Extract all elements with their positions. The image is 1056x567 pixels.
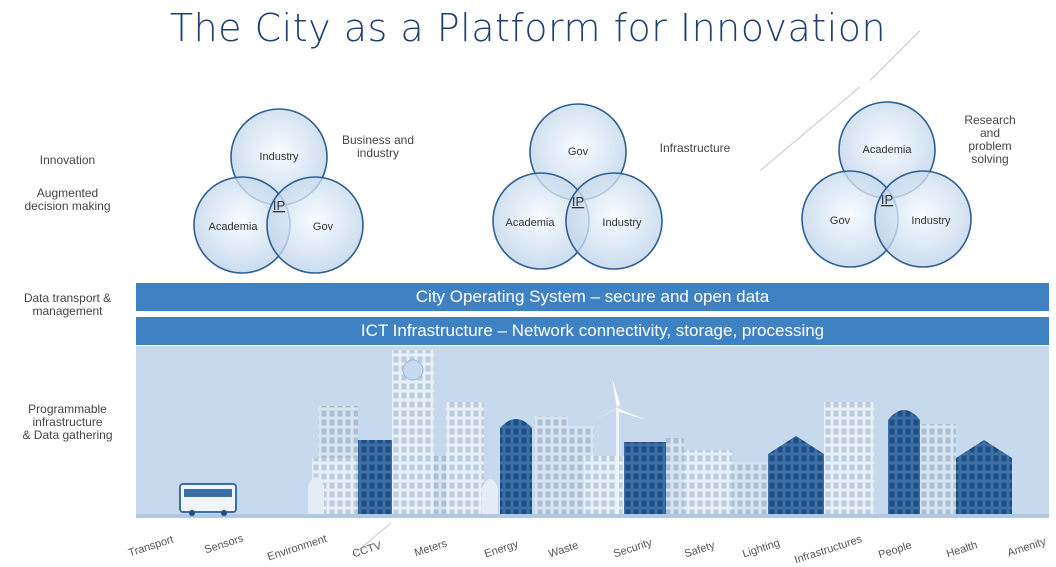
category-label: Meters [413, 537, 449, 560]
venn-circle-left [492, 172, 590, 270]
ground [136, 514, 1049, 518]
building-white [684, 450, 732, 514]
venn-circle-right [565, 172, 663, 270]
building-light [666, 438, 684, 514]
label-data-transport: Data transport & management [23, 291, 112, 318]
building-light [534, 416, 568, 514]
building-dark [888, 410, 920, 514]
venn-label-right: Industry [602, 217, 642, 229]
venn-2: Gov Academia Industry IP [492, 103, 663, 270]
venn-circle-top [529, 103, 627, 201]
venn-label-center: IP [273, 198, 285, 213]
venn-label-right: Industry [911, 215, 951, 227]
venn-note-research: Research and problem solving [964, 113, 1016, 166]
venn-label-left: Academia [506, 217, 556, 229]
category-label: Amenity [1006, 535, 1048, 560]
category-label: Sensors [203, 532, 246, 557]
venn-label-top: Gov [568, 146, 589, 158]
category-label: Lighting [741, 537, 782, 561]
category-label: Transport [127, 533, 176, 560]
venn-label-center: IP [881, 192, 893, 207]
building-dark [956, 440, 1012, 514]
wind-turbine-icon [590, 378, 646, 514]
venn-note-infrastructure: Infrastructure [659, 141, 731, 155]
venn-note-business: Business and industry [341, 133, 415, 160]
label-programmable-infrastructure: Programmable infrastructure & Data gathe… [22, 402, 113, 442]
venn-circle-left [801, 170, 899, 268]
venn-label-center: IP [572, 194, 584, 209]
venn-label-left: Gov [830, 215, 851, 227]
band-ict-infrastructure: ICT Infrastructure – Network connectivit… [136, 317, 1049, 345]
venn-circle-right [874, 170, 972, 268]
category-label: Environment [266, 532, 329, 564]
building-white [824, 402, 874, 514]
decorative-line [760, 86, 861, 171]
building-light [920, 424, 956, 514]
venn-circle-left [193, 176, 291, 274]
skyline-illustration [136, 350, 1049, 518]
tree-icon [482, 479, 498, 514]
venn-circle-right [266, 176, 364, 274]
clock-icon [402, 359, 424, 381]
category-label: Safety [683, 539, 717, 561]
category-label: People [877, 539, 914, 562]
venn-label-right: Gov [313, 221, 334, 233]
tree-icon [308, 477, 324, 514]
label-augmented-decision: Augmented decision making [24, 186, 111, 213]
building-dark [624, 442, 666, 514]
venn-3: Academia Gov Industry IP [801, 101, 972, 268]
venn-circle-top [838, 101, 936, 199]
city-skyline [136, 346, 1049, 518]
venn-circle-top [230, 108, 328, 206]
category-label: Infrastructures [793, 533, 864, 567]
building-light [434, 456, 446, 514]
building-dark [500, 419, 532, 514]
category-label: Health [945, 539, 979, 561]
venn-label-top: Academia [863, 144, 913, 156]
category-label: Energy [483, 538, 520, 561]
building-white [446, 402, 484, 514]
building-dark [768, 436, 824, 514]
page-title: The City as a Platform for Innovation [169, 6, 887, 50]
category-label: Waste [547, 539, 580, 561]
bus-icon [179, 483, 237, 516]
venn-label-left: Academia [209, 221, 259, 233]
category-label: CCTV [351, 539, 384, 561]
building-light [732, 462, 768, 514]
band-city-operating-system: City Operating System – secure and open … [136, 283, 1049, 311]
label-innovation: Innovation [39, 153, 96, 167]
category-label: Security [612, 536, 654, 561]
venn-label-top: Industry [259, 151, 299, 163]
